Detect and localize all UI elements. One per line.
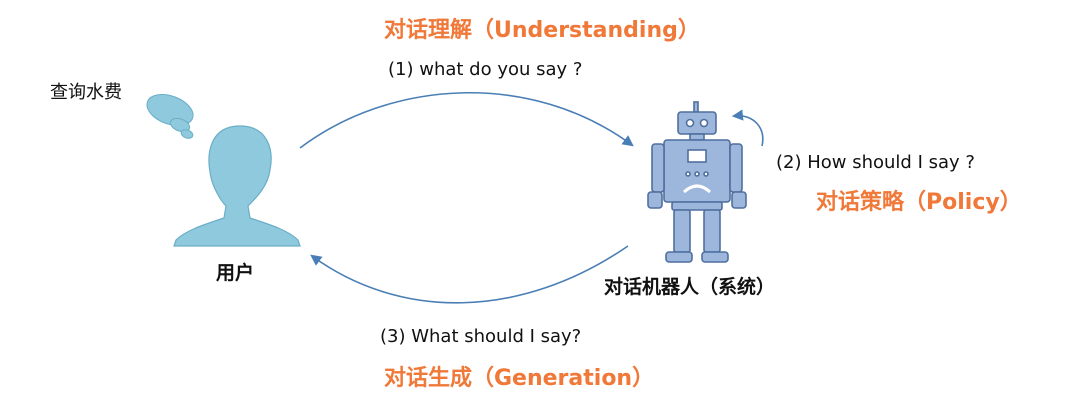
understanding-arrow — [299, 92, 634, 149]
understanding-title: 对话理解（Understanding） — [384, 18, 700, 43]
user-label: 用户 — [216, 262, 255, 284]
generation-title: 对话生成（Generation） — [384, 366, 655, 391]
understanding-step-label: (1) what do you say ? — [388, 59, 583, 80]
generation-step-label: (3) What should I say? — [380, 326, 582, 347]
policy-step-label: (2) How should I say ? — [776, 152, 975, 173]
robot-label: 对话机器人（系统） — [604, 276, 776, 298]
person-silhouette-icon — [173, 125, 301, 247]
thought-bubble-icon — [146, 93, 194, 139]
policy-loop-arrow — [731, 109, 764, 147]
thought-text: 查询水费 — [50, 82, 122, 103]
generation-arrow — [310, 245, 629, 304]
robot-icon — [647, 101, 747, 263]
policy-title: 对话策略（Policy） — [816, 190, 1022, 215]
